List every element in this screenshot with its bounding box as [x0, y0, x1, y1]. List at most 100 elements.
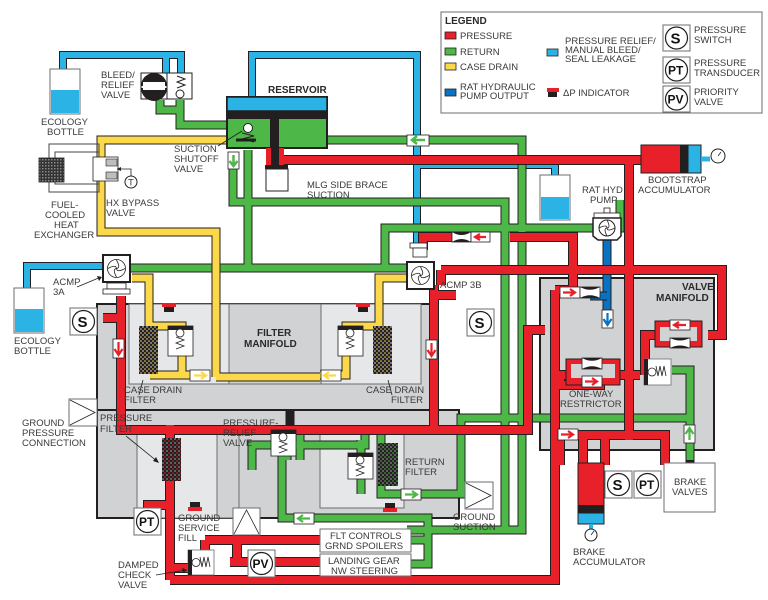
- restrictor-bootstrap: [654, 319, 703, 349]
- svg-text:MANUAL BLEED/: MANUAL BLEED/: [565, 45, 641, 56]
- rat-hyd-pump: [592, 207, 622, 241]
- svg-text:S: S: [613, 477, 623, 494]
- svg-text:FILTER: FILTER: [391, 395, 423, 406]
- svg-text:MANIFOLD: MANIFOLD: [244, 339, 297, 350]
- priority-valve: PV: [247, 549, 276, 578]
- svg-text:PRESSURE RELIEF/: PRESSURE RELIEF/: [565, 36, 656, 47]
- svg-text:CHECK: CHECK: [118, 570, 152, 581]
- flow-arrow-suction: [227, 151, 240, 170]
- ecology-bottle-right: [539, 174, 571, 221]
- svg-text:PRIORITY: PRIORITY: [694, 87, 740, 98]
- legend-symbol-pressure-transducer: PT PRESSURE TRANSDUCER: [662, 56, 760, 84]
- damped-check-valve-label: DAMPED CHECK VALVE: [118, 560, 159, 591]
- svg-text:VALVES: VALVES: [672, 487, 708, 498]
- ecology-bottle-left-label: ECOLOGY: [14, 336, 62, 347]
- svg-text:CONNECTION: CONNECTION: [22, 438, 86, 449]
- svg-text:S: S: [671, 31, 681, 48]
- svg-text:BOTTLE: BOTTLE: [14, 346, 51, 357]
- svg-text:SEAL LEAKAGE: SEAL LEAKAGE: [565, 54, 636, 65]
- ground-fill-port: [232, 507, 261, 536]
- brake-accumulator: [577, 462, 605, 542]
- case-drain-filter-right: [320, 325, 393, 396]
- svg-text:VALVE: VALVE: [223, 438, 252, 449]
- svg-text:FILTER: FILTER: [100, 424, 132, 435]
- acmp-3a-label: ACMP 3A: [53, 276, 102, 298]
- svg-text:GROUND: GROUND: [178, 513, 220, 524]
- landing-gear-box: LANDING GEAR NW STEERING: [319, 553, 412, 577]
- pressure-relief-valve: [270, 429, 297, 457]
- svg-text:CASE DRAIN: CASE DRAIN: [124, 385, 182, 396]
- mlg-side-brace-label: MLG SIDE BRACE SUCTION: [307, 180, 388, 201]
- svg-text:PRESSURE: PRESSURE: [100, 413, 152, 424]
- svg-text:MANIFOLD: MANIFOLD: [656, 293, 709, 304]
- hx-bypass-label: HX BYPASS VALVE: [106, 198, 159, 219]
- svg-text:ACCUMULATOR: ACCUMULATOR: [638, 185, 711, 196]
- svg-text:HEAT: HEAT: [54, 220, 79, 231]
- svg-text:RELIEF: RELIEF: [101, 80, 134, 91]
- legend-item-rat-output: RAT HYDRAULIC PUMP OUTPUT: [444, 82, 536, 102]
- reservoir-label: RESERVOIR: [268, 85, 327, 96]
- one-way-restrictor-label: ONE-WAY RESTRICTOR: [560, 389, 622, 410]
- svg-text:VALVE: VALVE: [118, 580, 147, 591]
- svg-text:BRAKE: BRAKE: [573, 547, 605, 558]
- svg-text:PV: PV: [668, 93, 684, 107]
- ecology-bottle-left: [13, 287, 45, 334]
- legend-item-dp-indicator: ΔP INDICATOR: [547, 88, 630, 99]
- svg-text:VALVE: VALVE: [106, 208, 135, 219]
- pressure-relief-valve-label: PRESSURE- RELIEF VALVE: [223, 418, 278, 449]
- hx-bypass-valve: T: [92, 156, 138, 189]
- svg-text:PRESSURE-: PRESSURE-: [223, 418, 278, 429]
- svg-text:RESTRICTOR: RESTRICTOR: [560, 399, 622, 410]
- svg-text:SERVICE: SERVICE: [178, 523, 220, 534]
- flt-controls-box: FLT CONTROLS GRND SPOILERS: [319, 528, 412, 553]
- svg-text:GROUND: GROUND: [22, 418, 64, 429]
- bleed-relief-valve: [140, 72, 193, 101]
- svg-text:BRAKE: BRAKE: [674, 477, 706, 488]
- svg-text:ACMP: ACMP: [53, 277, 80, 288]
- svg-text:PT: PT: [139, 515, 155, 529]
- svg-text:PT: PT: [639, 478, 655, 492]
- bootstrap-accumulator-label: BOOTSTRAP ACCUMULATOR: [638, 175, 711, 196]
- flow-arrow-brake-return: [683, 424, 696, 444]
- svg-text:BOTTLE: BOTTLE: [47, 127, 84, 138]
- brake-accumulator-label: BRAKE ACCUMULATOR: [573, 547, 646, 568]
- svg-text:T: T: [128, 178, 134, 189]
- ground-suction-label: GROUND SUCTION: [453, 512, 496, 533]
- svg-text:SUCTION: SUCTION: [307, 190, 350, 201]
- flow-arrow-brake-in: [557, 428, 579, 441]
- svg-text:TRANSDUCER: TRANSDUCER: [694, 68, 760, 79]
- svg-text:RELIEF: RELIEF: [223, 428, 256, 439]
- svg-text:SHUTOFF: SHUTOFF: [174, 154, 219, 165]
- svg-text:FUEL-: FUEL-: [51, 200, 78, 211]
- check-valve-manifold: [643, 358, 672, 386]
- suction-shutoff-label: SUCTION SHUTOFF VALVE: [174, 144, 219, 175]
- svg-text:SUCTION: SUCTION: [174, 144, 217, 155]
- svg-text:PUMP: PUMP: [590, 195, 617, 206]
- svg-text:CASE DRAIN: CASE DRAIN: [366, 385, 424, 396]
- flow-arrow-acmp3b: [425, 339, 438, 360]
- svg-text:FILTER: FILTER: [405, 467, 437, 478]
- svg-text:RAT HYD: RAT HYD: [582, 185, 623, 196]
- svg-text:FILTER: FILTER: [124, 395, 156, 406]
- legend-item-relief-bleed: PRESSURE RELIEF/ MANUAL BLEED/ SEAL LEAK…: [546, 36, 656, 65]
- svg-text:SWITCH: SWITCH: [694, 35, 732, 46]
- return-filter: [347, 443, 398, 486]
- acmp-3a-pump: [102, 254, 131, 295]
- rat-hyd-pump-label: RAT HYD PUMP: [582, 185, 623, 206]
- one-way-restrictor: [565, 357, 621, 388]
- legend: LEGEND PRESSURE RETURN CASE DRAIN RAT HY…: [440, 11, 763, 114]
- pressure-transducer-left: PT: [133, 507, 162, 536]
- svg-text:RETURN: RETURN: [460, 47, 500, 58]
- bleed-relief-valve-label: BLEED/ RELIEF VALVE: [101, 70, 135, 101]
- acmp-3b-pump: [406, 242, 435, 290]
- svg-text:PV: PV: [253, 557, 269, 571]
- heat-exchanger-label: FUEL- COOLED HEAT EXCHANGER: [34, 200, 94, 241]
- legend-title: LEGEND: [445, 16, 487, 27]
- legend-symbol-pressure-switch: S PRESSURE SWITCH: [662, 24, 746, 52]
- svg-text:NW STEERING: NW STEERING: [331, 566, 398, 577]
- svg-text:FILL: FILL: [178, 533, 197, 544]
- damped-check-valve: [155, 549, 215, 576]
- legend-item-case-drain: CASE DRAIN: [444, 62, 518, 73]
- valve-manifold-label: VALVE: [682, 282, 714, 293]
- dp-indicator-return: [383, 503, 397, 512]
